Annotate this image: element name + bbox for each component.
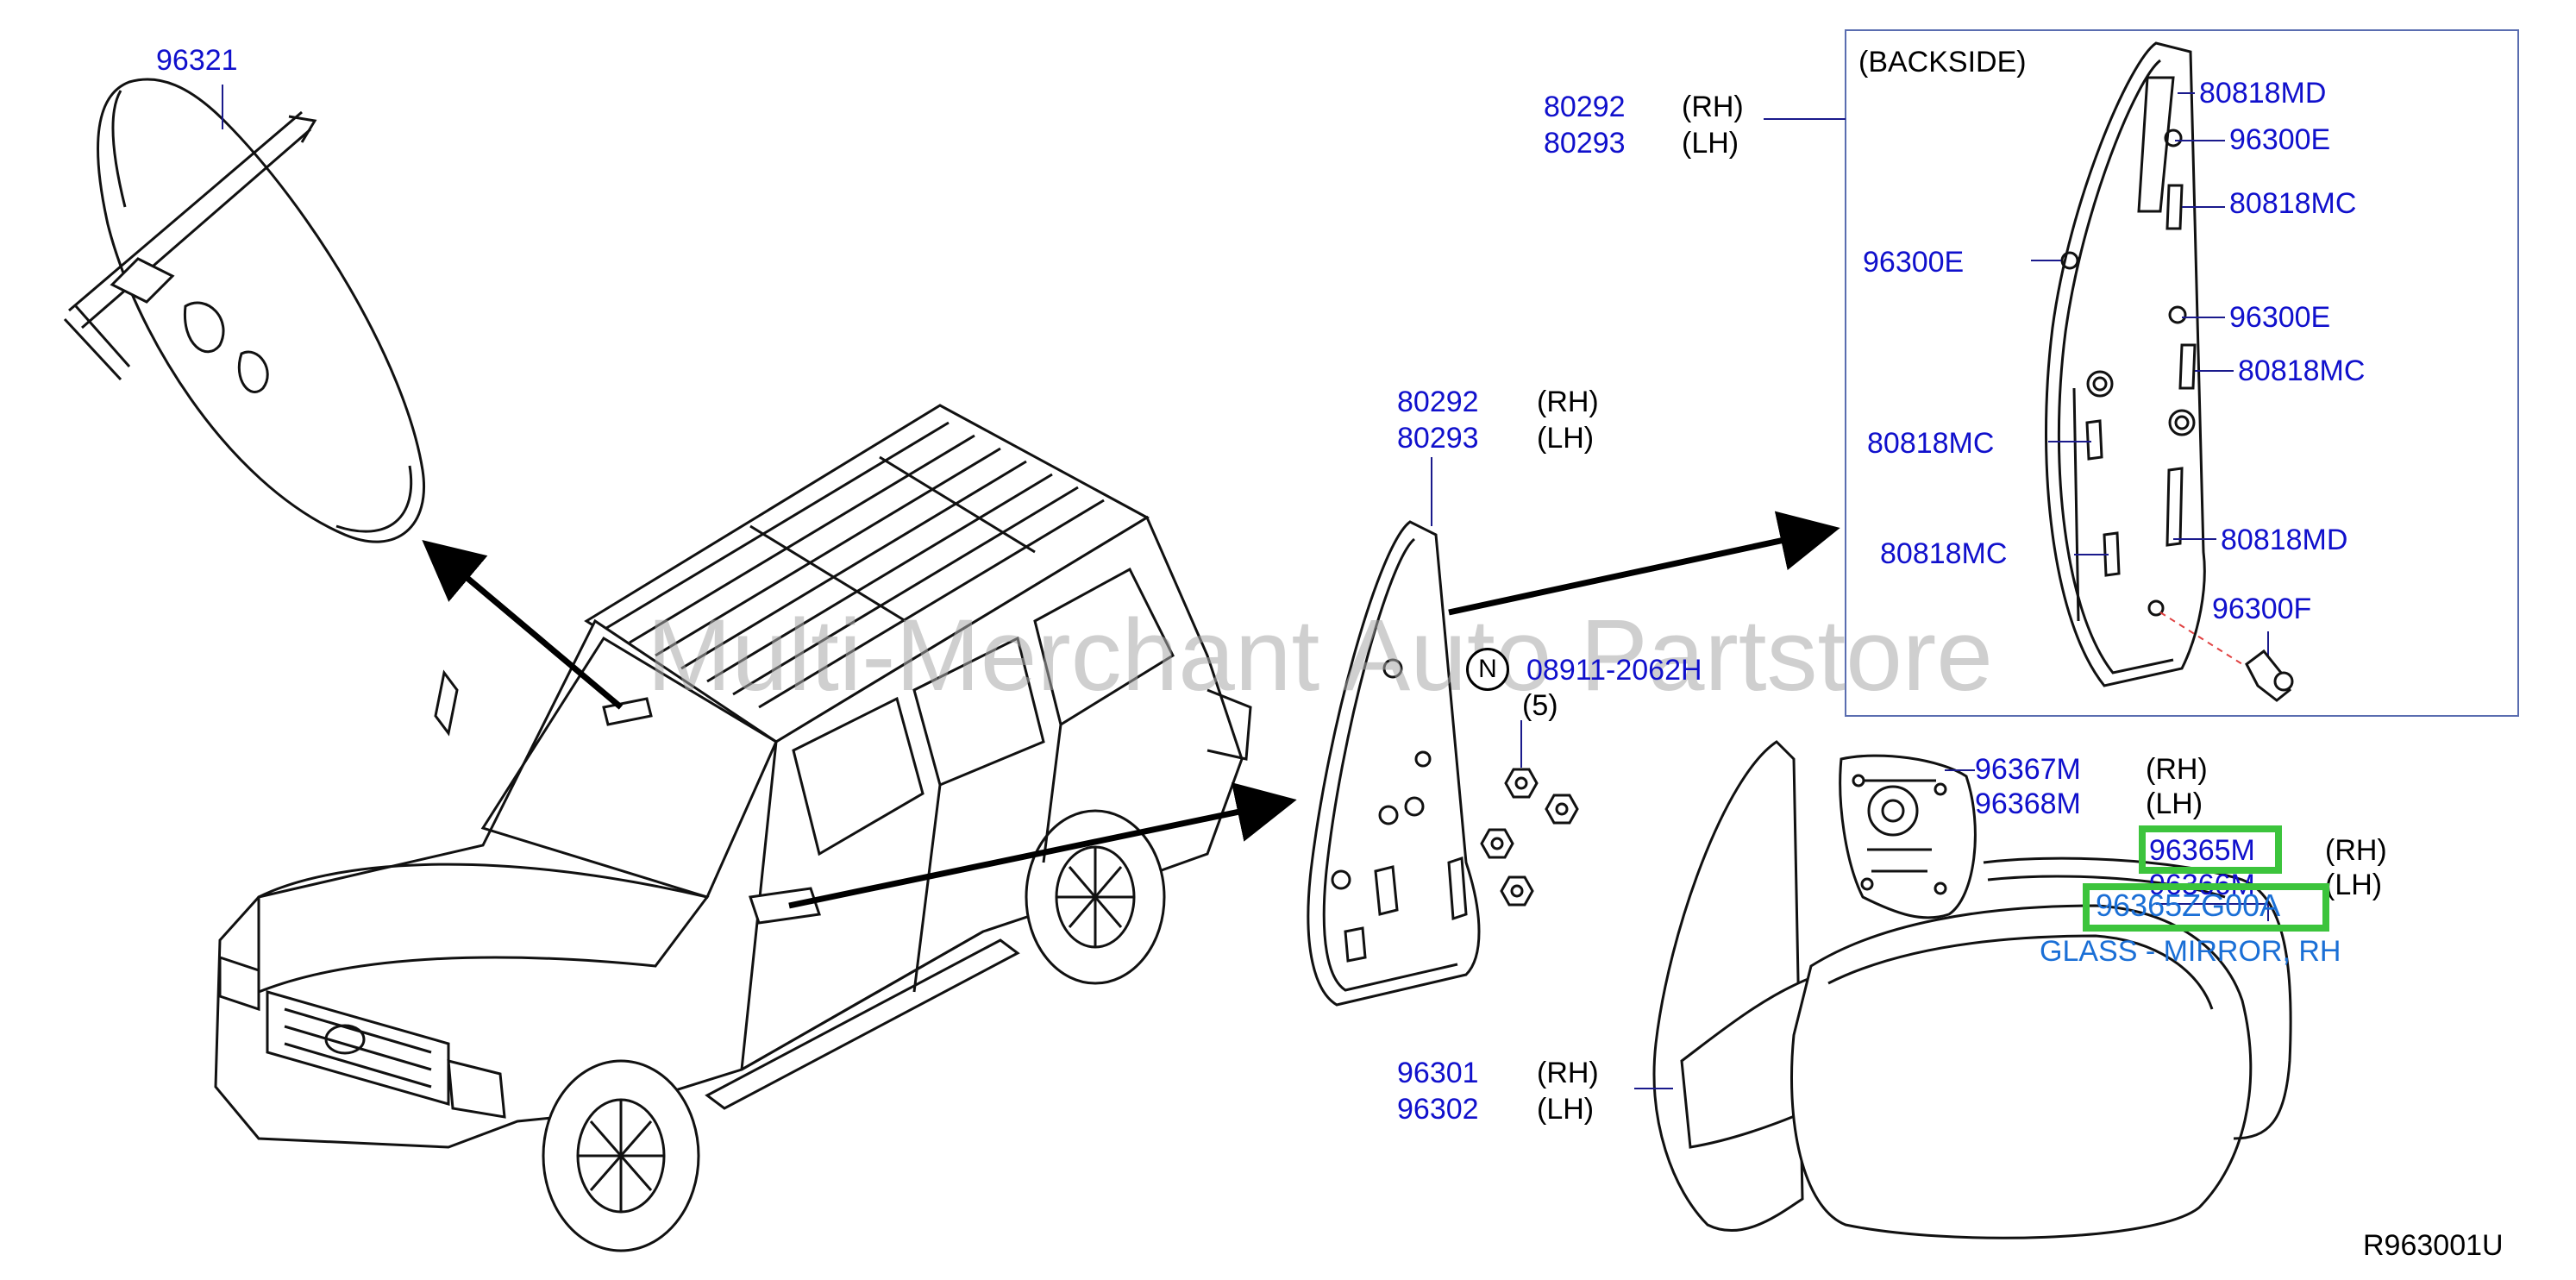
backside-leaders [2031, 92, 2269, 660]
label-96365zg00a[interactable]: 96365ZG00A [2096, 888, 2281, 923]
label-80293-mid[interactable]: 80293 [1397, 422, 1479, 455]
side-lh-top: (LH) [1682, 127, 1739, 160]
label-80818mc-1[interactable]: 80818MC [2229, 187, 2357, 220]
label-80293-top[interactable]: 80293 [1544, 127, 1626, 160]
side-rh-mid: (RH) [1537, 386, 1599, 418]
label-96300e-3[interactable]: 96300E [2229, 301, 2331, 334]
label-96368m[interactable]: 96368M [1975, 787, 2081, 820]
actuator-drawing [1839, 754, 1977, 919]
highlight-box-96365m [2139, 825, 2282, 874]
label-80818mc-4[interactable]: 80818MC [1880, 537, 2008, 570]
label-80818mc-3[interactable]: 80818MC [1867, 427, 1995, 460]
label-96300e-2[interactable]: 96300E [1863, 246, 1965, 279]
mirror-leaders [1634, 769, 2269, 1089]
label-96301[interactable]: 96301 [1397, 1057, 1479, 1089]
pointer-arrows [422, 511, 1840, 909]
nuts-drawing [1480, 768, 1579, 907]
side-lh-mid: (LH) [1537, 422, 1595, 455]
watermark: Multi-Merchant Auto Partstore [647, 599, 1993, 712]
inset-title: (BACKSIDE) [1858, 46, 2027, 78]
label-80292-mid[interactable]: 80292 [1397, 386, 1479, 418]
label-80292-top[interactable]: 80292 [1544, 91, 1626, 123]
backside-glass-drawing [2045, 41, 2206, 687]
label-80818mc-2[interactable]: 80818MC [2238, 355, 2366, 387]
label-96300f[interactable]: 96300F [2212, 593, 2312, 625]
label-96300e-1[interactable]: 96300E [2229, 123, 2331, 156]
side-lh-96366m: (LH) [2325, 869, 2383, 901]
clip-dashed-leader [2159, 612, 2243, 665]
backside-inset-frame [1845, 29, 2519, 717]
door-mirror-drawing [1652, 740, 2292, 1239]
label-80818md-1[interactable]: 80818MD [2199, 77, 2327, 110]
side-rh-96367m: (RH) [2146, 753, 2208, 786]
label-96321[interactable]: 96321 [156, 44, 238, 77]
side-lh-96368m: (LH) [2146, 787, 2203, 820]
highlight-box-96365zg00a [2083, 883, 2329, 932]
vehicle-drawing [214, 404, 1252, 1252]
label-80818md-2[interactable]: 80818MD [2221, 524, 2348, 556]
clip-drawing [2245, 649, 2294, 702]
label-96365m[interactable]: 96365M [2149, 834, 2255, 867]
mirror-glass-drawing [1307, 520, 1481, 1007]
label-glass-mirror-rh: GLASS - MIRROR, RH [2040, 935, 2341, 968]
qty-label: (5) [1522, 689, 1558, 722]
figure-reference: R963001U [2363, 1229, 2504, 1262]
inside-mirror-drawing [63, 78, 425, 543]
label-96367m[interactable]: 96367M [1975, 753, 2081, 786]
label-96302[interactable]: 96302 [1397, 1093, 1479, 1126]
side-lh-96302: (LH) [1537, 1093, 1595, 1126]
n-mark-icon: N [1466, 648, 1509, 691]
side-rh-96301: (RH) [1537, 1057, 1599, 1089]
side-rh-top: (RH) [1682, 91, 1744, 123]
label-08911-2062h[interactable]: 08911-2062H [1526, 654, 1702, 687]
side-rh-96365m: (RH) [2325, 834, 2387, 867]
